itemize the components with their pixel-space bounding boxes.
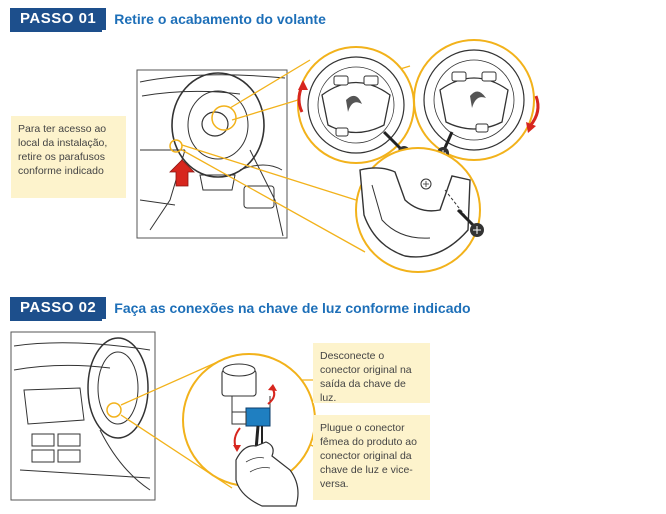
step-2-header: PASSO 02 Faça as conexões na chave de lu… [10,297,471,319]
hand-icon [235,441,299,507]
zoom-steering-wheel-right [413,39,540,161]
callout-marker-1 [211,105,237,131]
step-2-note-plug: Plugue o conector fêmea do produto ao co… [313,415,430,500]
zoom-steering-wheel-left [297,46,415,164]
step-2-title: Faça as conexões na chave de luz conform… [114,300,471,316]
rotation-arrow-right [528,95,540,127]
red-up-arrow [169,159,195,187]
step-2-rule [10,319,102,321]
callout-marker-3 [106,402,122,418]
step-2-dashboard-drawing [10,331,156,501]
step-1-badge: PASSO 01 [10,8,107,30]
zoom-lower-cover [355,147,484,273]
step-2-note-disconnect: Desconecte o conector original na saída … [313,343,430,404]
step-1-note: Para ter acesso ao local da instalação, … [11,116,126,198]
step-1-dashboard-drawing [136,69,288,239]
screw-icon-bottom [456,208,484,237]
callout-marker-2 [169,139,183,153]
step-1-title: Retire o acabamento do volante [114,11,326,27]
zoom-ignition-connectors [182,353,316,507]
connector-blue-icon [245,407,271,427]
step-1-rule [10,30,102,32]
step-1-header: PASSO 01 Retire o acabamento do volante [10,8,326,30]
step-2-badge: PASSO 02 [10,297,107,319]
